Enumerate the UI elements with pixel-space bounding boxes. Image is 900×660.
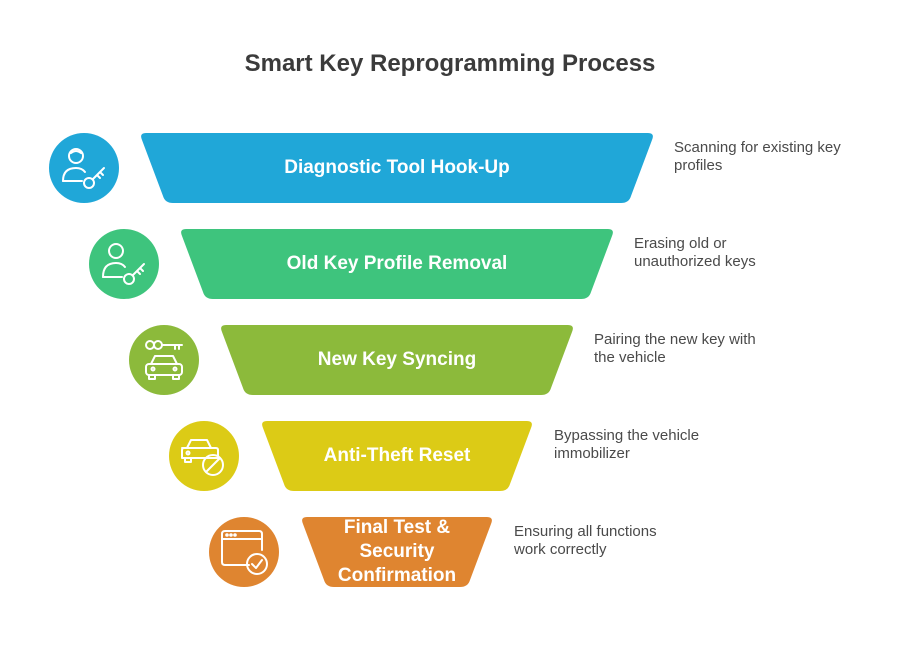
stage-label-4: Anti-Theft Reset xyxy=(323,445,471,466)
stage-description-5: Ensuring all functions work correctly xyxy=(514,523,657,558)
funnel-segment-2 xyxy=(181,229,613,299)
funnel-segment-1 xyxy=(141,133,653,203)
person-key-icon xyxy=(89,229,159,299)
car-key-icon xyxy=(129,325,199,395)
funnel-segment-3 xyxy=(221,325,573,395)
stage-description-2: Erasing old or unauthorized keys xyxy=(634,235,756,270)
stage-label-5: Final Test & Security Confirmation xyxy=(337,517,457,586)
funnel-segment-5 xyxy=(302,517,492,587)
person-key-icon xyxy=(49,133,119,203)
funnel-segment-4 xyxy=(262,421,532,491)
stage-description-3: Pairing the new key with the vehicle xyxy=(594,331,756,366)
stage-label-1: Diagnostic Tool Hook-Up xyxy=(284,157,510,178)
stage-description-1: Scanning for existing key profiles xyxy=(674,139,841,174)
car-blocked-icon xyxy=(169,421,239,491)
stage-label-2: Old Key Profile Removal xyxy=(286,253,508,274)
window-check-icon xyxy=(209,517,279,587)
stage-label-3: New Key Syncing xyxy=(317,349,477,370)
stage-description-4: Bypassing the vehicle immobilizer xyxy=(554,427,700,462)
diagram-title: Smart Key Reprogramming Process xyxy=(244,50,656,77)
